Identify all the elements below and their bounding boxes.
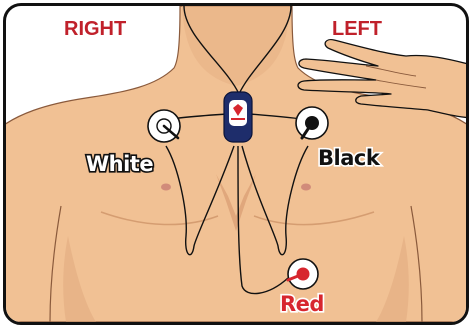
label-black: Black xyxy=(318,146,381,170)
nipple-right xyxy=(161,184,171,191)
label-red: Red xyxy=(280,292,324,316)
label-left: LEFT xyxy=(332,18,382,40)
monitor-device xyxy=(224,92,252,142)
label-white: White xyxy=(86,152,153,176)
torso xyxy=(6,6,466,322)
diagram-frame: RIGHT LEFT White Black Red xyxy=(3,3,469,325)
electrode-black xyxy=(296,107,328,139)
ecg-placement-diagram: RIGHT LEFT White Black Red xyxy=(6,6,466,322)
label-right: RIGHT xyxy=(64,18,126,40)
nipple-left xyxy=(301,184,311,191)
electrode-red xyxy=(288,259,318,289)
electrode-white xyxy=(148,110,180,142)
